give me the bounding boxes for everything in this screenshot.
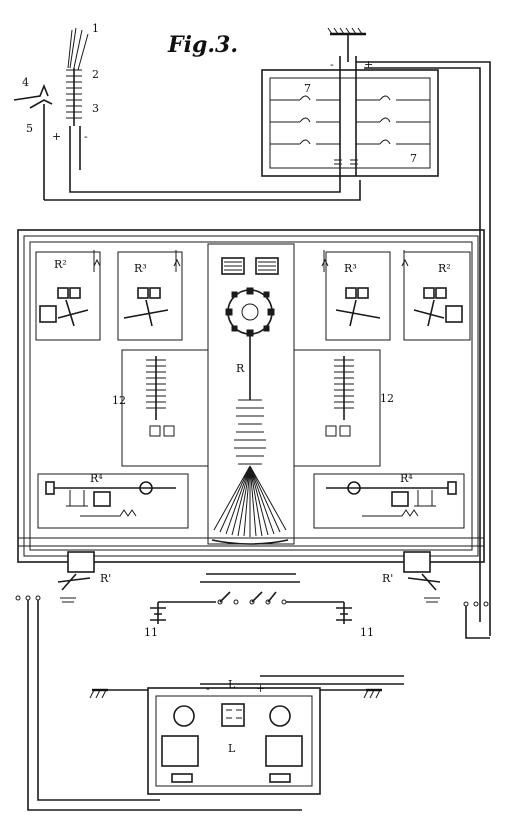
label-3: 3 <box>92 102 99 115</box>
label-4: 4 <box>22 76 29 89</box>
label-11-right: 11 <box>360 626 374 639</box>
label-5: 5 <box>26 122 33 135</box>
relay-r3-left <box>117 250 183 341</box>
top-minus-sign: - <box>330 58 334 71</box>
top-plus-sign: + <box>364 58 373 71</box>
relay-r3-right <box>321 250 391 341</box>
relay-r2-left <box>35 250 101 341</box>
label-r1-right: R' <box>382 572 393 585</box>
top-switch-box <box>261 27 491 636</box>
label-12-right: 12 <box>380 392 394 405</box>
minus-sign: - <box>84 130 88 143</box>
battery-11-left <box>150 601 216 624</box>
relay-r2-right <box>401 250 471 341</box>
bottom-station <box>89 675 404 795</box>
label-r1-left: R' <box>100 572 111 585</box>
label-r2-left: R² <box>54 258 67 271</box>
battery-11-right <box>286 601 352 624</box>
mechanism-r4-left <box>37 473 189 529</box>
station-plus-sign: + <box>256 682 265 695</box>
label-r3-right: R³ <box>344 262 357 275</box>
label-r4-right: R⁴ <box>400 472 413 485</box>
label-2: 2 <box>92 68 99 81</box>
label-r3-left: R³ <box>134 262 147 275</box>
plus-sign: + <box>52 130 61 143</box>
label-7-left: 7 <box>304 82 311 95</box>
main-frame-wiring <box>17 229 485 563</box>
label-l-bottom: L <box>228 742 236 755</box>
relay-r1-right <box>403 551 441 603</box>
side-terminals <box>15 595 490 811</box>
label-12-left: 12 <box>112 394 126 407</box>
station-minus-sign: - <box>206 682 210 695</box>
figure-title: Fig.3. <box>167 32 238 58</box>
switch-row <box>200 573 300 605</box>
relay-r1-left <box>57 551 95 603</box>
label-r2-right: R² <box>438 262 451 275</box>
label-r4-left: R⁴ <box>90 472 103 485</box>
mechanism-r4-right <box>313 473 465 529</box>
label-11-left: 11 <box>144 626 158 639</box>
coil-12-right <box>293 349 381 467</box>
label-1: 1 <box>92 22 99 35</box>
distributor-r <box>207 243 295 545</box>
label-7-right: 7 <box>410 152 417 165</box>
antenna-coil-assembly <box>13 27 89 200</box>
label-l-top: L <box>228 678 236 691</box>
label-r-center: R <box>236 362 245 375</box>
coil-12-left <box>121 349 209 467</box>
